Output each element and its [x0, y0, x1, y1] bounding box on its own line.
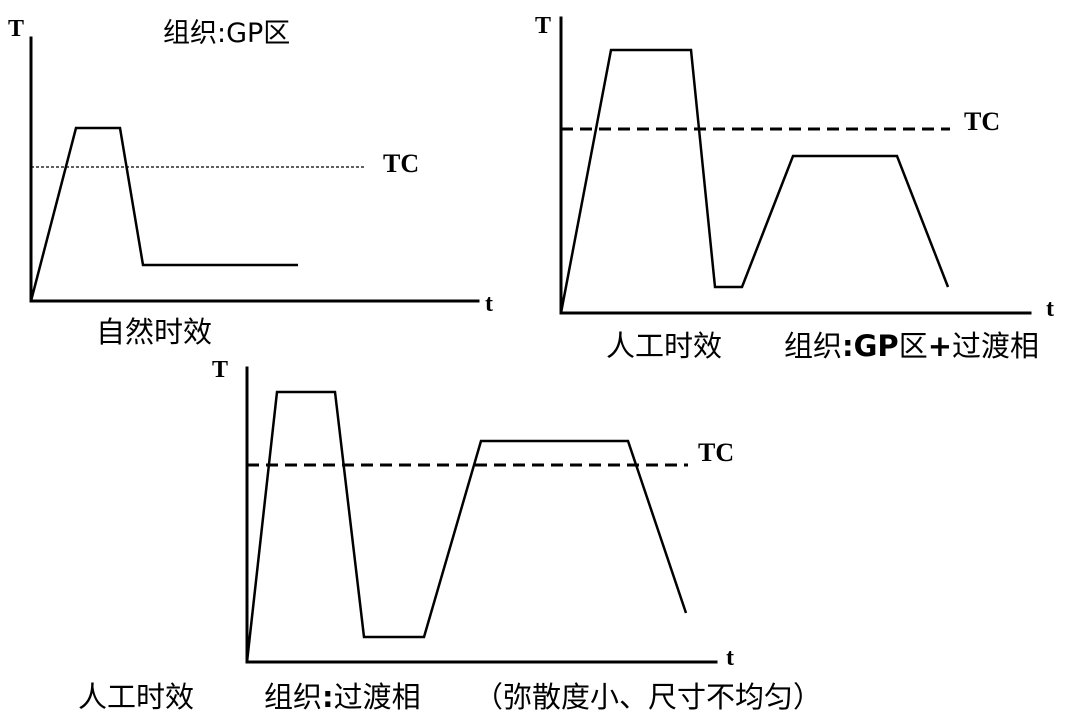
structure-rest: 过渡相: [334, 680, 421, 714]
caption: 自然时效: [96, 315, 212, 349]
structure-rest: 过渡相: [952, 329, 1039, 363]
temperature-time-curve: [559, 48, 950, 314]
caption-note: （弥散度小、尺寸不均匀）: [474, 680, 822, 714]
temperature-time-curve: [29, 126, 298, 302]
structure-colon: :: [322, 680, 334, 714]
diagram-artificial-aging-2: T t TC 人工时效 组织:过渡相 （弥散度小、尺寸不均匀）: [78, 357, 822, 714]
structure-prefix: 组织: [264, 680, 322, 714]
structure-gp: GP: [854, 329, 899, 363]
temperature-time-curve: [245, 390, 688, 663]
caption-method: 人工时效: [78, 680, 194, 714]
caption-structure: 组织:GP区+过渡相: [784, 329, 1039, 363]
x-axis-label: t: [485, 291, 493, 317]
tc-label: TC: [964, 107, 1000, 136]
x-axis-label: t: [1046, 296, 1054, 322]
y-axis-label: T: [8, 16, 24, 42]
diagram-natural-aging: T t TC 组织:GP区 自然时效: [8, 16, 493, 349]
structure-prefix: 组织: [784, 329, 842, 363]
structure-title: 组织:GP区: [163, 18, 290, 49]
structure-zone: 区: [899, 329, 928, 363]
tc-label: TC: [383, 149, 419, 178]
y-axis-label: T: [212, 357, 228, 383]
y-axis-label: T: [535, 13, 551, 39]
caption-structure: 组织:过渡相: [264, 680, 421, 714]
tc-label: TC: [698, 438, 734, 467]
caption-method: 人工时效: [606, 329, 722, 363]
structure-plus: +: [928, 329, 952, 363]
diagram-artificial-aging-1: T t TC 人工时效 组织:GP区+过渡相: [535, 13, 1054, 363]
x-axis-label: t: [726, 645, 734, 671]
structure-colon: :: [842, 329, 854, 363]
